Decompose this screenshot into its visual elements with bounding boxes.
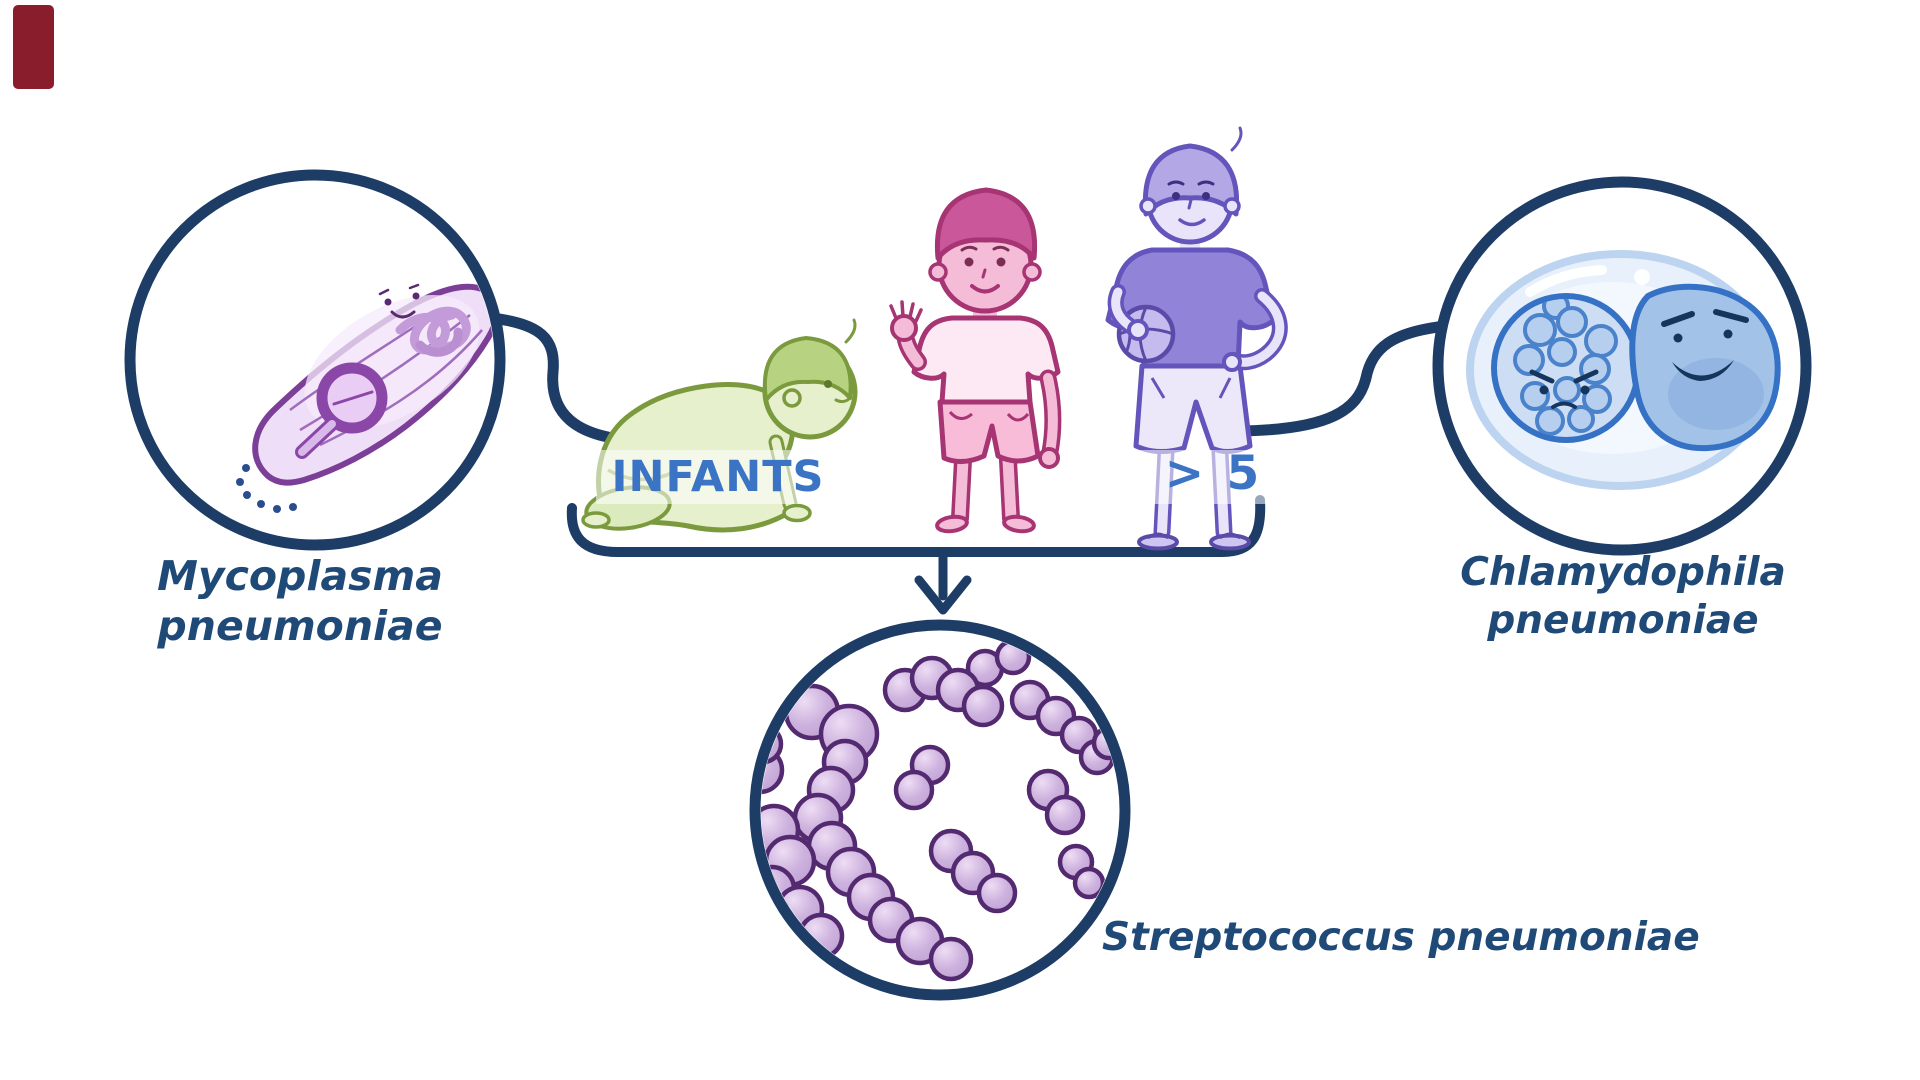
over-five-label-backdrop bbox=[1118, 450, 1304, 504]
smiley-face-icon bbox=[378, 283, 420, 319]
sandals-icon bbox=[1137, 532, 1251, 551]
infants-label-backdrop bbox=[596, 450, 838, 504]
chlamydophila-label-line2: pneumoniae bbox=[1487, 597, 1759, 643]
infants-label: INFANTS bbox=[611, 452, 825, 502]
chlamydophila-illustration bbox=[1466, 250, 1781, 490]
corner-tag bbox=[13, 5, 54, 89]
child-face-icon bbox=[960, 245, 1010, 294]
older-child-illustration bbox=[1105, 126, 1288, 551]
mycoplasma-label: Mycoplasma pneumoniae bbox=[120, 551, 480, 651]
mycoplasma-label-line1: Mycoplasma bbox=[157, 552, 443, 600]
connector-left bbox=[486, 312, 654, 447]
down-arrow bbox=[914, 550, 972, 615]
cilia-dots-icon bbox=[236, 464, 297, 513]
mycoplasma-illustration bbox=[236, 283, 494, 513]
connector-right bbox=[1232, 320, 1452, 437]
smirk-face-icon bbox=[1661, 309, 1749, 381]
chlamydophila-label-line1: Chlamydophila bbox=[1460, 550, 1786, 595]
chlamydophila-label: Chlamydophila pneumoniae bbox=[1418, 549, 1828, 644]
over-five-label: > 5 bbox=[1164, 446, 1263, 501]
angry-face-icon bbox=[1529, 369, 1599, 409]
streptococcus-label: Streptococcus pneumoniae bbox=[1102, 915, 1700, 960]
bracket bbox=[566, 495, 1266, 557]
mycoplasma-circle bbox=[124, 169, 506, 551]
waving-hand-icon bbox=[889, 300, 923, 342]
child-illustration bbox=[889, 187, 1062, 534]
mycoplasma-label-line2: pneumoniae bbox=[157, 602, 443, 651]
older-child-face-icon bbox=[1167, 180, 1215, 227]
